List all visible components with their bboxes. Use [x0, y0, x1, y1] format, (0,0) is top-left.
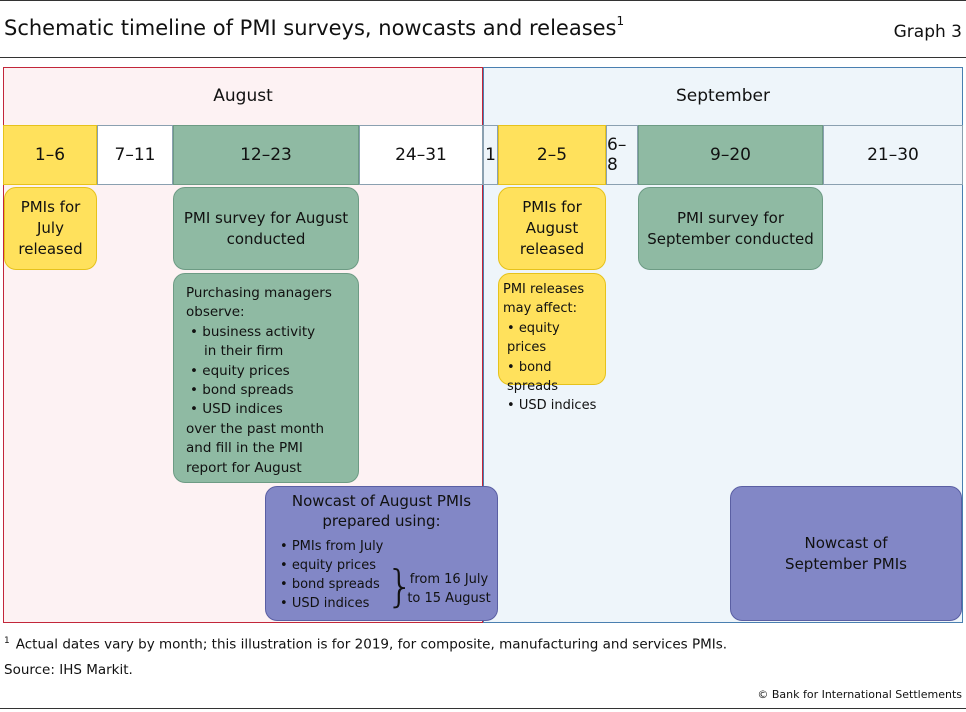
affect-item: USD indices: [503, 396, 601, 415]
observe-item: business activity: [186, 323, 346, 342]
pmis-july-released-box: PMIs for July released: [4, 187, 97, 270]
date-cell-aug-1-6: 1–6: [3, 125, 97, 185]
date-cell-sep-1: 1: [483, 125, 498, 185]
top-rule: [0, 0, 966, 1]
nowcast-august-body: PMIs from July equity prices bond spread…: [276, 537, 487, 613]
pmis-july-released-text: PMIs for July released: [18, 198, 83, 258]
pmis-august-released-text: PMIs for August released: [519, 198, 585, 258]
pmis-august-released-box: PMIs for August released: [498, 187, 606, 270]
source-note: Source: IHS Markit.: [4, 662, 133, 678]
survey-august-text: PMI survey for August conducted: [183, 208, 349, 248]
observe-list: business activity in their firm equity p…: [186, 323, 346, 420]
curly-brace-icon: }: [386, 561, 414, 612]
nowcast-august-range: from 16 July to 15 August: [407, 572, 491, 606]
nowcast-august-title: Nowcast of August PMIs prepared using:: [291, 492, 472, 530]
month-august: August: [213, 86, 273, 106]
observe-outro: over the past month and fill in the PMI …: [186, 420, 325, 476]
month-september: September: [676, 86, 770, 106]
nowcast-september-box: Nowcast of September PMIs: [730, 486, 962, 621]
title-rule: [0, 57, 966, 58]
affect-item: equity prices: [503, 319, 601, 358]
affect-intro: PMI releases may affect:: [503, 282, 585, 317]
observe-item: USD indices: [186, 400, 346, 419]
survey-september-box: PMI survey for September conducted: [638, 187, 823, 270]
survey-august-box: PMI survey for August conducted: [173, 187, 359, 270]
nowcast-item: PMIs from July: [276, 537, 384, 556]
purchasing-managers-observe-box: Purchasing managers observe: business ac…: [173, 273, 359, 483]
date-cell-aug-24-31: 24–31: [359, 125, 483, 185]
nowcast-august-list: PMIs from July equity prices bond spread…: [276, 537, 384, 613]
affect-item: bond spreads: [503, 358, 601, 397]
copyright: © Bank for International Settlements: [757, 688, 962, 701]
nowcast-item: bond spreads: [276, 575, 383, 594]
date-cell-sep-9-20: 9–20: [638, 125, 823, 185]
nowcast-item: USD indices: [276, 594, 383, 613]
date-cell-sep-21-30: 21–30: [823, 125, 963, 185]
date-cell-sep-2-5: 2–5: [498, 125, 606, 185]
observe-intro: Purchasing managers observe:: [186, 285, 332, 321]
observe-item: equity prices: [186, 362, 346, 381]
survey-september-text: PMI survey for September conducted: [647, 208, 814, 248]
date-cell-aug-7-11: 7–11: [97, 125, 173, 185]
observe-item: bond spreads: [186, 381, 346, 400]
nowcast-september-text: Nowcast of September PMIs: [785, 533, 907, 573]
chart-title: Schematic timeline of PMI surveys, nowca…: [4, 14, 625, 40]
observe-item-continuation: in their firm: [204, 343, 284, 360]
nowcast-item: equity prices: [276, 556, 383, 575]
pmi-releases-affect-box: PMI releases may affect: equity prices b…: [498, 273, 606, 413]
affect-list: equity prices bond spreads USD indices: [503, 319, 601, 416]
date-cell-aug-12-23: 12–23: [173, 125, 359, 185]
nowcast-august-box: Nowcast of August PMIs prepared using: P…: [265, 486, 498, 621]
date-cell-sep-6-8: 6–8: [606, 125, 638, 185]
bottom-rule: [0, 708, 966, 709]
graph-label: Graph 3: [893, 22, 962, 42]
